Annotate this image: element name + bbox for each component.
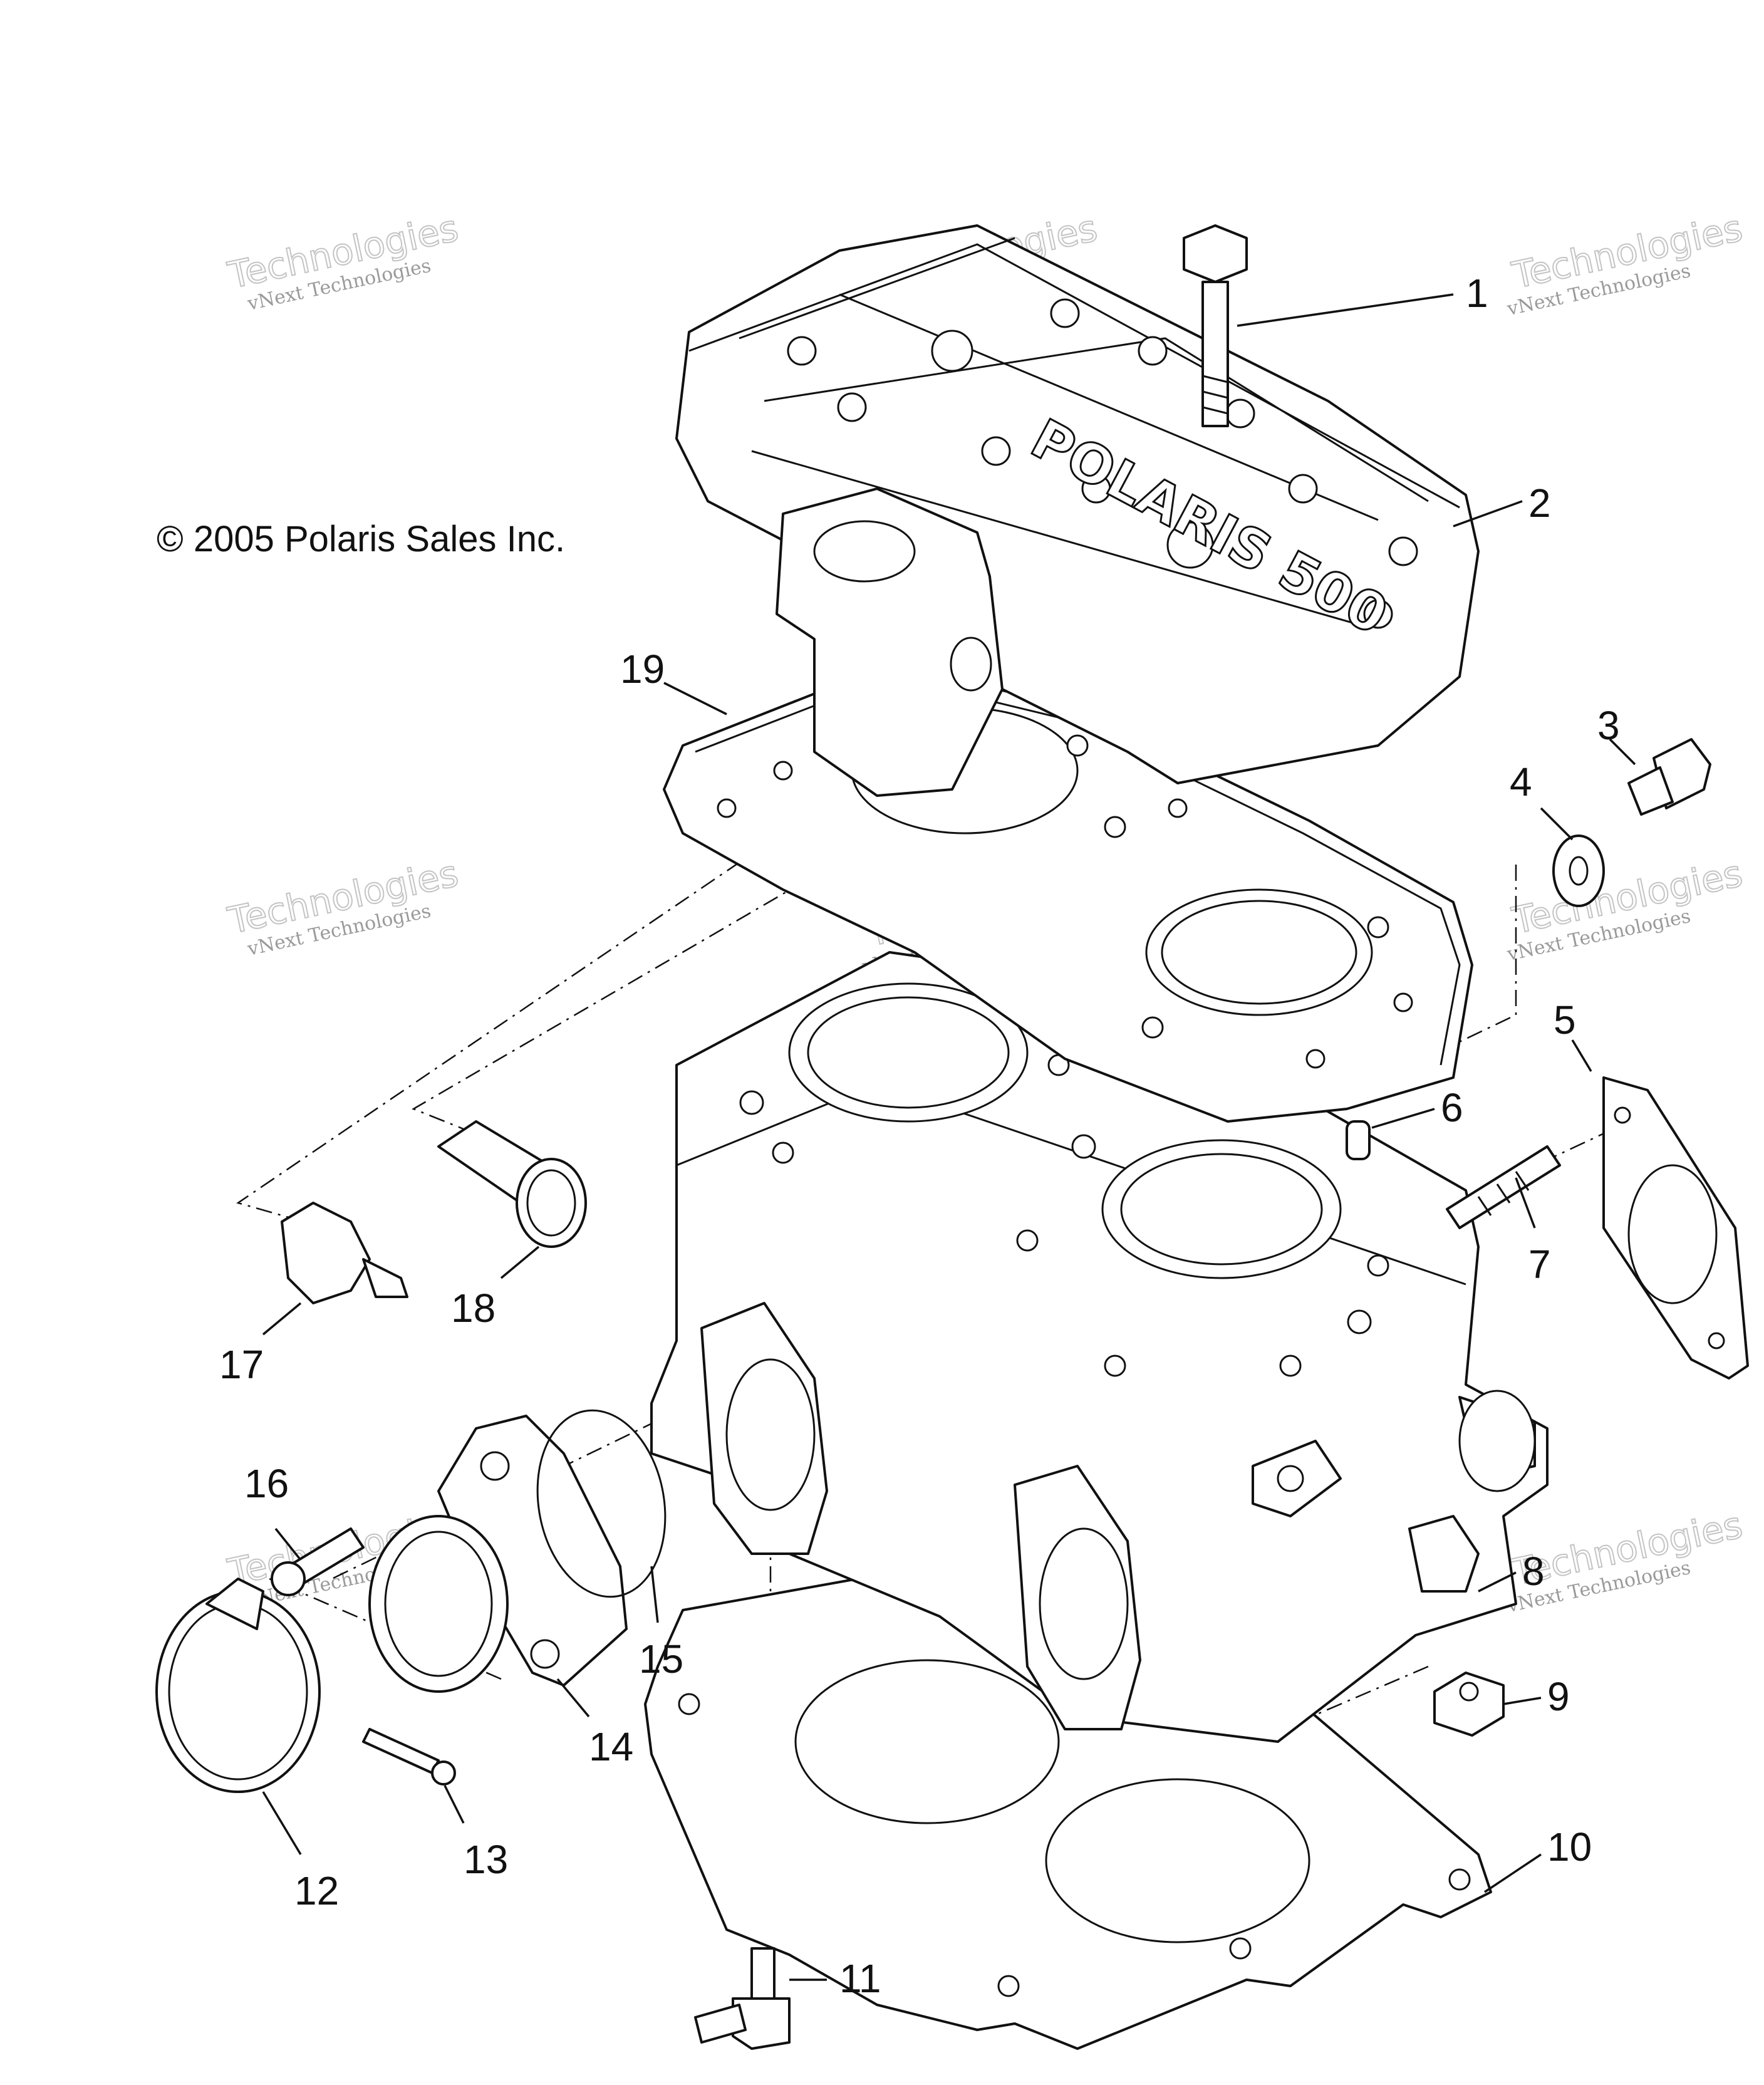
callout-9: 9: [1547, 1674, 1570, 1719]
cylinder-head-cover: POLARIS 500: [675, 224, 1480, 797]
callout-4: 4: [1510, 759, 1532, 804]
sealing-washer: [1552, 835, 1605, 907]
flange-nut: [1433, 1672, 1505, 1737]
drain-screw: [1627, 738, 1711, 816]
callout-8: 8: [1522, 1549, 1545, 1594]
base-gasket: [644, 1534, 1492, 2050]
callout-11: 11: [839, 1956, 881, 2001]
callout-12: 12: [294, 1868, 339, 1913]
flange-screw: [271, 1527, 365, 1596]
callout-13: 13: [464, 1837, 508, 1882]
callout-7: 7: [1528, 1242, 1551, 1287]
exhaust-gasket: [1602, 1076, 1749, 1380]
hose-clamp: [155, 1578, 321, 1793]
watermark-top-right: Technologies vNext Technologies: [1505, 206, 1746, 321]
callout-10: 10: [1547, 1824, 1592, 1869]
callout-numbers: 1 2 3 4 5 6 7 8 9 10 11 12 13 14 15 16 1…: [219, 271, 1620, 2001]
callout-18: 18: [451, 1286, 495, 1331]
callout-5: 5: [1554, 997, 1576, 1042]
o-ring: [536, 1409, 667, 1598]
coolant-sleeve: [437, 1120, 587, 1248]
copyright-text: © 2005 Polaris Sales Inc.: [157, 519, 565, 559]
callout-2: 2: [1528, 481, 1551, 526]
intake-flange: [368, 1415, 628, 1693]
cylinder-block: [650, 951, 1549, 1743]
intake-screw: [362, 1728, 456, 1786]
watermark-mid-left: Technologies vNext Technologies: [224, 851, 463, 960]
callout-19: 19: [620, 647, 665, 692]
intake-boss: [1408, 1515, 1480, 1593]
watermark-mid-right: Technologies vNext Technologies: [1505, 851, 1746, 966]
dowel-pin: [1346, 1120, 1371, 1160]
callout-6: 6: [1441, 1085, 1463, 1130]
callout-15: 15: [639, 1636, 683, 1682]
head-bolt: [1183, 224, 1248, 427]
callout-1: 1: [1466, 271, 1488, 316]
callout-14: 14: [589, 1724, 633, 1769]
callout-17: 17: [219, 1342, 264, 1387]
exhaust-stud: [1446, 1145, 1561, 1229]
callout-3: 3: [1597, 703, 1620, 748]
bleeder-fitting: [694, 1947, 791, 2050]
leader-lines: [262, 293, 1636, 1981]
callout-16: 16: [244, 1461, 289, 1506]
watermark-top-left: Technologies vNext Technologies: [224, 206, 463, 315]
temperature-sensor: [281, 1202, 408, 1304]
